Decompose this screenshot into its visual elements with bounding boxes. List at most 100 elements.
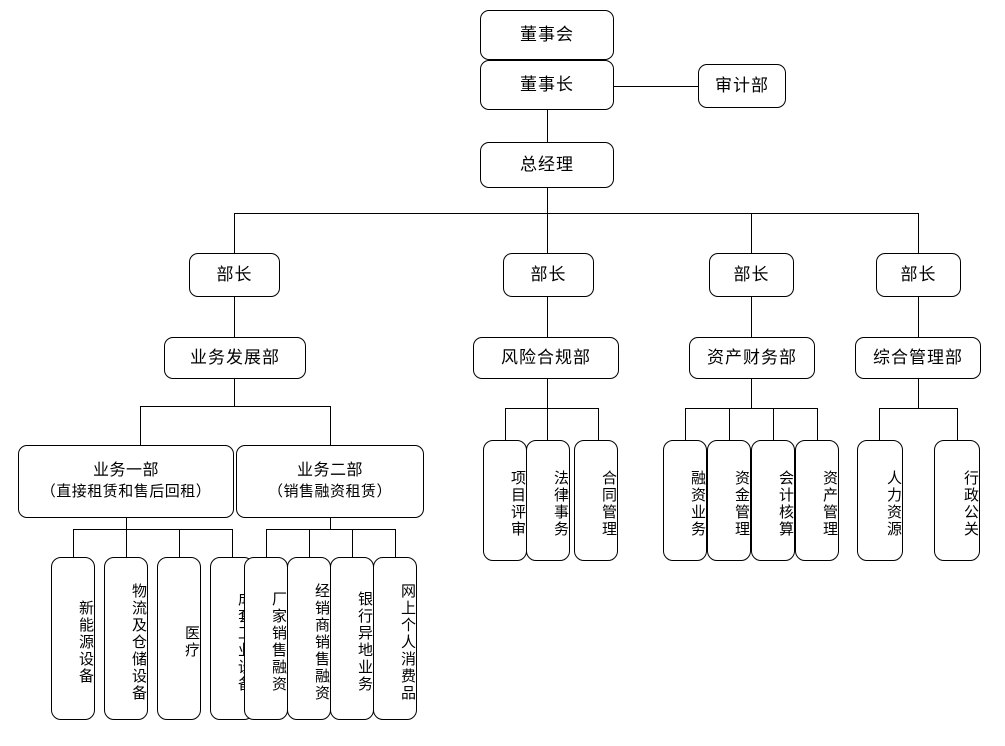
- leaf-label: 医疗: [183, 625, 199, 659]
- leaf-admin-1[interactable]: 人力资源: [857, 440, 903, 561]
- leaf-label: 物流及仓储设备: [130, 582, 146, 702]
- connector-risk-drop: [547, 379, 548, 408]
- connector-leaf-u1-1: [73, 529, 74, 557]
- leaf-unit-one-3[interactable]: 医疗: [157, 557, 201, 720]
- connector-bus-minister-1: [234, 213, 235, 253]
- leaf-label: 项目评审: [509, 470, 525, 538]
- node-minister-3[interactable]: 部长: [709, 253, 794, 297]
- connector-leaf-u2-2: [309, 529, 310, 557]
- connector-bus-minister-3: [751, 213, 752, 253]
- connector-chairman-audit: [614, 86, 699, 87]
- node-business-unit-one[interactable]: 业务一部 （直接租赁和售后回租）: [18, 445, 234, 518]
- leaf-unit-two-2[interactable]: 经销商销售融资: [287, 557, 331, 720]
- node-label: 董事长: [520, 75, 574, 95]
- node-label: 综合管理部: [873, 348, 963, 368]
- leaf-asset-1[interactable]: 融资业务: [663, 440, 707, 561]
- node-label: 风险合规部: [501, 348, 591, 368]
- leaf-unit-one-1[interactable]: 新能源设备: [51, 557, 95, 720]
- connector-unit-one-drop: [126, 518, 127, 529]
- connector-leaf-risk-3: [598, 408, 599, 440]
- node-label: 审计部: [715, 76, 769, 96]
- connector-minister1-dept: [234, 297, 235, 337]
- connector-unit-two-drop: [330, 518, 331, 529]
- minister-bus: [234, 213, 919, 214]
- node-asset-finance-dept[interactable]: 资产财务部: [689, 337, 815, 379]
- node-chairman[interactable]: 董事长: [480, 60, 614, 110]
- connector-bus-minister-2: [547, 213, 548, 253]
- leaf-admin-2[interactable]: 行政公关: [934, 440, 980, 561]
- node-label: 业务发展部: [190, 348, 280, 368]
- connector-leaf-u1-2: [126, 529, 127, 557]
- leaf-risk-3[interactable]: 合同管理: [574, 440, 618, 561]
- connector-bus-unit-two: [330, 406, 331, 445]
- leaf-unit-one-2[interactable]: 物流及仓储设备: [104, 557, 148, 720]
- connector-minister3-dept: [751, 297, 752, 337]
- connector-admin-drop: [918, 379, 919, 408]
- connector-leaf-asset-2: [729, 408, 730, 440]
- unit-two-leaf-bus: [266, 529, 395, 530]
- leaf-label: 银行异地业务: [356, 591, 372, 693]
- connector-leaf-u2-1: [266, 529, 267, 557]
- business-unit-bus: [140, 406, 330, 407]
- leaf-label: 会计核算: [777, 470, 793, 538]
- leaf-risk-2[interactable]: 法律事务: [526, 440, 570, 561]
- connector-leaf-u2-3: [352, 529, 353, 557]
- node-label: 董事会: [520, 25, 574, 45]
- unit-one-leaf-bus: [73, 529, 232, 530]
- leaf-unit-two-4[interactable]: 网上个人消费品: [373, 557, 417, 720]
- node-minister-1[interactable]: 部长: [189, 253, 280, 297]
- risk-leaf-bus: [505, 408, 598, 409]
- node-label: 总经理: [520, 155, 574, 175]
- node-label: 部长: [900, 265, 937, 285]
- leaf-label: 合同管理: [600, 470, 616, 538]
- leaf-label: 厂家销售融资: [270, 591, 286, 693]
- node-audit-department[interactable]: 审计部: [698, 64, 786, 108]
- connector-chairman-gm: [547, 110, 548, 142]
- node-business-development-dept[interactable]: 业务发展部: [164, 337, 306, 379]
- connector-leaf-asset-4: [817, 408, 818, 440]
- leaf-risk-1[interactable]: 项目评审: [483, 440, 527, 561]
- node-label: 部长: [216, 265, 253, 285]
- leaf-label: 网上个人消费品: [399, 582, 415, 702]
- connector-minister2-dept: [547, 297, 548, 337]
- node-label: 部长: [733, 265, 770, 285]
- node-label-title: 业务一部: [92, 462, 159, 480]
- node-general-admin-dept[interactable]: 综合管理部: [855, 337, 981, 379]
- node-label-title: 业务二部: [296, 462, 363, 480]
- leaf-label: 资金管理: [733, 470, 749, 538]
- node-minister-2[interactable]: 部长: [503, 253, 594, 297]
- leaf-label: 行政公关: [962, 470, 978, 538]
- node-business-unit-two[interactable]: 业务二部 （销售融资租赁）: [236, 445, 424, 518]
- leaf-unit-two-3[interactable]: 银行异地业务: [330, 557, 374, 720]
- leaf-label: 融资业务: [689, 470, 705, 538]
- connector-leaf-asset-3: [773, 408, 774, 440]
- node-label: 资产财务部: [707, 348, 797, 368]
- leaf-asset-3[interactable]: 会计核算: [751, 440, 795, 561]
- leaf-asset-2[interactable]: 资金管理: [707, 440, 751, 561]
- node-general-manager[interactable]: 总经理: [480, 142, 614, 188]
- leaf-label: 新能源设备: [77, 599, 93, 685]
- node-minister-4[interactable]: 部长: [876, 253, 961, 297]
- leaf-label: 资产管理: [821, 470, 837, 538]
- connector-leaf-risk-2: [547, 408, 548, 440]
- node-board-of-directors[interactable]: 董事会: [480, 10, 614, 60]
- admin-leaf-bus: [879, 408, 957, 409]
- leaf-unit-two-1[interactable]: 厂家销售融资: [244, 557, 288, 720]
- connector-leaf-u1-3: [179, 529, 180, 557]
- leaf-asset-4[interactable]: 资产管理: [795, 440, 839, 561]
- node-label-subtitle: （销售融资租赁）: [267, 484, 392, 501]
- connector-leaf-admin-1: [879, 408, 880, 440]
- node-risk-compliance-dept[interactable]: 风险合规部: [473, 337, 619, 379]
- connector-bizdev-drop: [234, 379, 235, 406]
- asset-leaf-bus: [685, 408, 818, 409]
- connector-leaf-u1-4: [232, 529, 233, 557]
- leaf-label: 法律事务: [552, 470, 568, 538]
- connector-leaf-asset-1: [685, 408, 686, 440]
- connector-leaf-admin-2: [957, 408, 958, 440]
- node-label: 部长: [530, 265, 567, 285]
- leaf-label: 经销商销售融资: [313, 582, 329, 702]
- connector-bus-unit-one: [140, 406, 141, 445]
- node-label-subtitle: （直接租赁和售后回租）: [40, 484, 212, 501]
- connector-bus-minister-4: [918, 213, 919, 253]
